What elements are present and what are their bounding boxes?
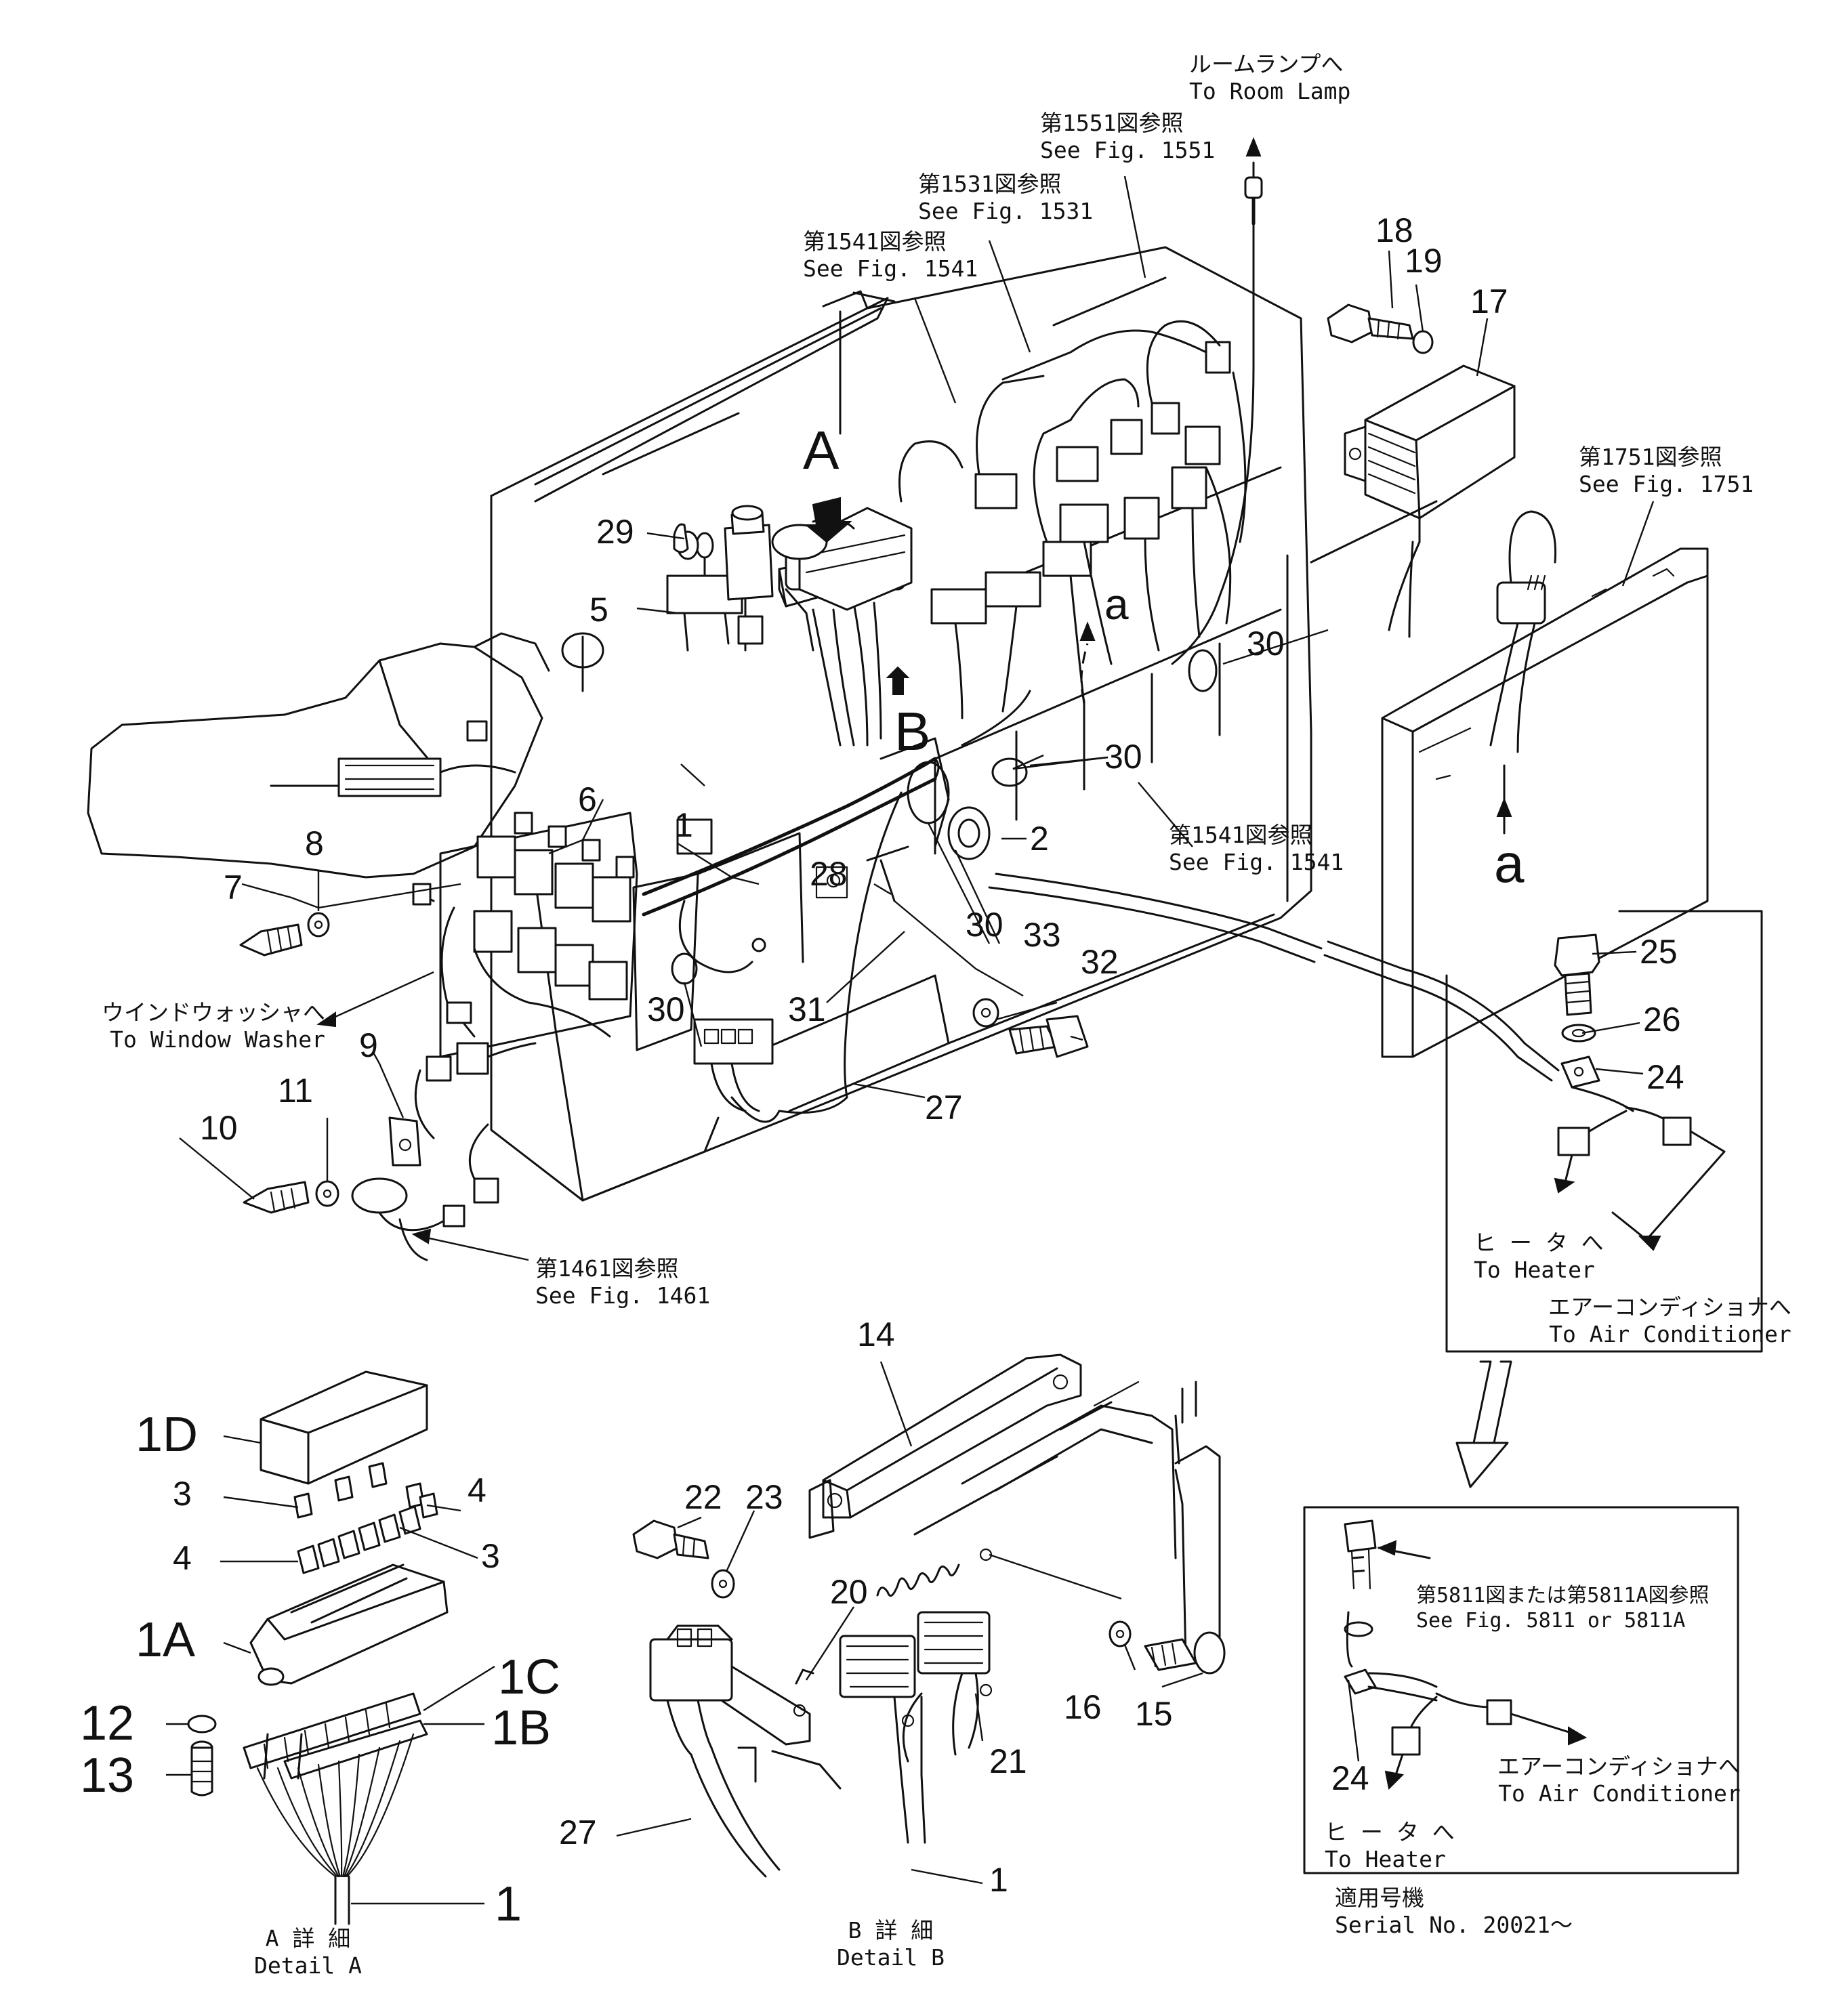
callout-22: 22 (684, 1478, 722, 1516)
callout-18: 18 (1375, 211, 1413, 249)
callout-6: 6 (578, 780, 597, 818)
callout-1-main: 1 (674, 806, 693, 844)
callout-24-inset: 24 (1331, 1759, 1369, 1797)
right-assembly (1310, 303, 1763, 1488)
callout-1D: 1D (136, 1408, 199, 1462)
callout-7: 7 (224, 868, 243, 906)
callout-27-detailB: 27 (559, 1813, 597, 1851)
callout-14: 14 (857, 1316, 895, 1353)
callout-31: 31 (788, 990, 826, 1028)
callout-15: 15 (1135, 1695, 1173, 1733)
connector-label-a-lower: a (1494, 833, 1525, 894)
callout-4-a: 4 (468, 1471, 486, 1509)
callout-21: 21 (989, 1742, 1027, 1780)
callout-10: 10 (200, 1109, 238, 1147)
callout-28: 28 (810, 855, 848, 893)
callout-27-main: 27 (925, 1089, 963, 1127)
callout-3-a: 3 (173, 1475, 192, 1513)
callout-5: 5 (589, 591, 608, 629)
fuses (293, 1462, 438, 1574)
callout-30-d: 30 (647, 990, 685, 1028)
callout-19: 19 (1405, 242, 1443, 280)
callout-1-detailB: 1 (989, 1861, 1008, 1899)
callout-30-c: 30 (966, 906, 1003, 944)
main-assembly (87, 137, 1560, 1261)
callout-30-b: 30 (1247, 625, 1285, 663)
detail-a (187, 1370, 449, 1925)
connector-label-a-upper: a (1104, 580, 1129, 629)
detail-b (632, 1353, 1226, 1878)
view-label-B: B (894, 701, 931, 761)
callout-33: 33 (1023, 916, 1061, 954)
relays (473, 812, 635, 1001)
callout-23: 23 (745, 1478, 783, 1516)
callout-24-main: 24 (1647, 1058, 1684, 1096)
callout-1A: 1A (136, 1613, 196, 1667)
callout-1C: 1C (498, 1650, 561, 1704)
callout-1-detailA: 1 (495, 1877, 522, 1931)
callout-2: 2 (1030, 820, 1049, 858)
callout-25: 25 (1640, 933, 1678, 971)
callout-30-a: 30 (1104, 738, 1142, 776)
callout-29: 29 (596, 513, 634, 551)
callout-4-b: 4 (173, 1539, 192, 1577)
leader-lines (166, 175, 1655, 1905)
callout-17: 17 (1470, 282, 1508, 320)
callout-3-b: 3 (481, 1537, 500, 1575)
callout-12: 12 (80, 1696, 135, 1750)
callout-32: 32 (1081, 943, 1119, 981)
callout-26: 26 (1643, 1001, 1681, 1038)
view-label-A: A (803, 420, 840, 480)
callout-11: 11 (278, 1072, 313, 1110)
callout-13: 13 (80, 1748, 135, 1803)
callout-9: 9 (359, 1026, 378, 1064)
callout-20: 20 (830, 1573, 868, 1611)
callout-8: 8 (305, 824, 324, 862)
callout-1B: 1B (491, 1701, 552, 1755)
serial-inset (1303, 1506, 1739, 1874)
callout-16: 16 (1064, 1688, 1102, 1726)
